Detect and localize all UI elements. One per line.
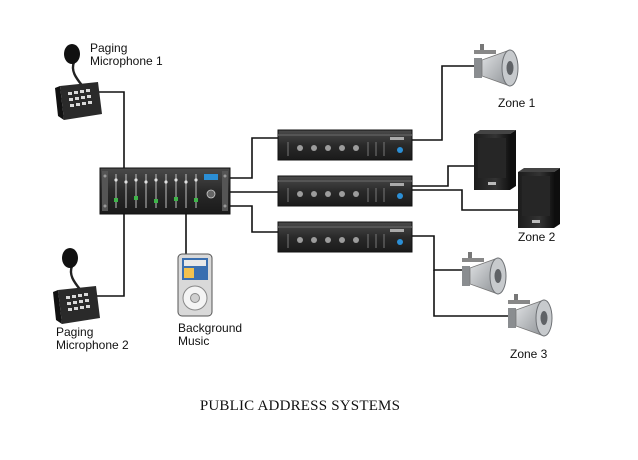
- label-zone-2: Zone 2: [518, 230, 556, 244]
- label-paging-microphone-2: Paging Microphone 2: [56, 326, 129, 352]
- amplifier-icon: [277, 221, 413, 253]
- wire-zone3-branch: [433, 270, 508, 317]
- diagram-caption: PUBLIC ADDRESS SYSTEMS: [199, 398, 401, 414]
- wire-mic2-mixer: [96, 212, 125, 297]
- horn-speaker-icon: [462, 252, 507, 295]
- amplifier-icon: [277, 175, 413, 207]
- box-speaker-icon: [518, 168, 560, 228]
- mixer-icon: [99, 167, 231, 215]
- label-line: Paging: [90, 41, 128, 55]
- microphone-icon: [53, 248, 100, 324]
- wire-amp3-zone3: [412, 235, 462, 271]
- wire-amp2-zone2a: [412, 165, 474, 187]
- label-line: Microphone 2: [56, 338, 129, 352]
- label-line: Microphone 1: [90, 54, 163, 68]
- horn-speaker-icon: [474, 44, 519, 87]
- horn-speaker-icon: [508, 294, 553, 337]
- label-paging-microphone-1: Paging Microphone 1: [90, 42, 163, 68]
- wire-mixer-amp1: [230, 137, 278, 179]
- wire-mic1-mixer: [98, 91, 125, 168]
- label-background-music: Background Music: [178, 322, 242, 348]
- label-zone-3: Zone 3: [510, 347, 548, 361]
- label-line: Background: [178, 321, 243, 335]
- amplifier-icon: [277, 129, 413, 161]
- microphone-icon: [55, 44, 102, 120]
- wires: [96, 65, 520, 317]
- label-line: Paging: [56, 325, 94, 339]
- label-line: Music: [178, 334, 210, 348]
- wire-amp2-zone2b: [412, 189, 520, 211]
- label-zone-1: Zone 1: [498, 96, 536, 110]
- wire-amp1-zone1: [412, 65, 474, 141]
- media-player-icon: [177, 253, 213, 317]
- box-speaker-icon: [474, 130, 516, 190]
- wire-mixer-amp3: [230, 205, 278, 233]
